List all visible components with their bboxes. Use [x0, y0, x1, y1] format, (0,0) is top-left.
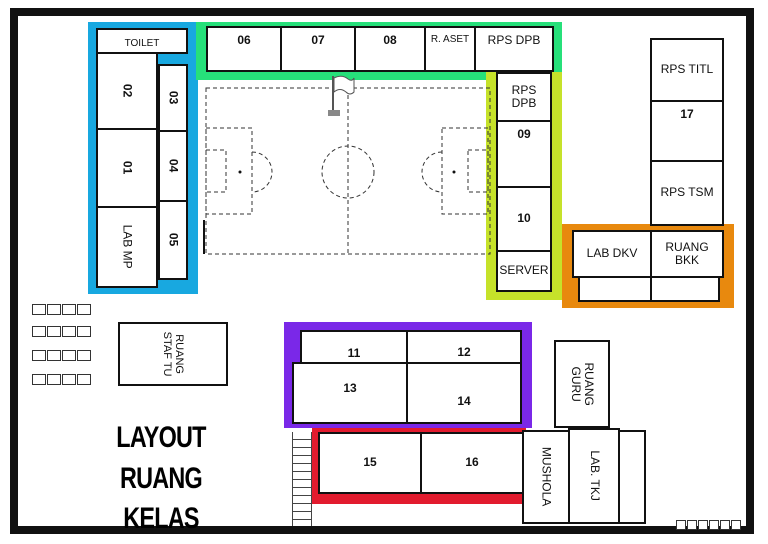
room-14: 14	[406, 362, 522, 424]
room-14-label: 14	[457, 394, 471, 409]
room-03-label: 03	[166, 91, 181, 105]
room-rps-dpb-top-label: RPS DPB	[487, 33, 541, 47]
stairs	[292, 432, 312, 526]
room-16: 16	[420, 432, 524, 494]
room-rps-dpb-side: RPS DPB	[496, 72, 552, 122]
soccer-field	[203, 87, 491, 255]
room-08-label: 08	[383, 33, 397, 47]
orange-corridor-left	[578, 276, 652, 302]
room-15: 15	[318, 432, 422, 494]
title-line-2: KELAS	[123, 502, 199, 535]
parking-row-1	[32, 304, 92, 315]
parking-row-4	[32, 374, 92, 385]
room-rps-tsm: RPS TSM	[650, 160, 724, 226]
room-06: 06	[206, 26, 282, 72]
room-rps-titl: RPS TITL	[650, 38, 724, 102]
room-rps-tsm-label: RPS TSM	[660, 185, 714, 200]
room-ruang-bkk-label: RUANG BKK	[665, 239, 709, 267]
room-10: 10	[496, 186, 552, 252]
room-toilet: TOILET	[96, 28, 188, 54]
room-15-label: 15	[363, 455, 377, 470]
room-17: 17	[650, 100, 724, 162]
room-02-label: 02	[120, 84, 135, 98]
room-ruang-staf-tu-label: RUANG STAF TU	[161, 331, 186, 377]
room-ruang-guru: RUANG GURU	[554, 340, 610, 428]
room-03: 03	[158, 64, 188, 132]
room-lab-dkv-label: LAB DKV	[586, 246, 638, 261]
room-server: SERVER	[496, 250, 552, 292]
building-outline	[10, 8, 754, 534]
room-lab-mp: LAB MP	[96, 206, 158, 288]
room-09-label: 09	[517, 127, 531, 141]
room-06-label: 06	[237, 33, 251, 47]
room-ruang-guru-label: RUANG GURU	[569, 362, 597, 406]
room-lab-tkj: LAB. TKJ	[568, 428, 620, 524]
room-rps-titl-label: RPS TITL	[660, 62, 714, 77]
room-10-label: 10	[517, 211, 531, 226]
room-02: 02	[96, 52, 158, 130]
room-07: 07	[280, 26, 356, 72]
parking-bottom-right	[676, 520, 742, 530]
room-08: 08	[354, 26, 426, 72]
room-annex	[618, 430, 646, 524]
room-ruang-staf-tu: RUANG STAF TU	[118, 322, 228, 386]
room-rps-dpb-side-label: RPS DPB	[511, 82, 537, 110]
room-05: 05	[158, 200, 188, 280]
room-13: 13	[292, 362, 408, 424]
room-lab-tkj-label: LAB. TKJ	[587, 450, 602, 502]
flag-icon	[328, 75, 355, 116]
parking-row-3	[32, 350, 92, 361]
room-12-label: 12	[457, 345, 471, 360]
room-mushola: MUSHOLA	[522, 430, 570, 524]
room-04: 04	[158, 130, 188, 202]
room-09: 09	[496, 120, 552, 188]
room-01-label: 01	[120, 161, 135, 175]
room-r-aset-label: R. ASET	[430, 34, 470, 45]
room-11: 11	[300, 330, 408, 366]
parking-row-2	[32, 326, 92, 337]
room-r-aset: R. ASET	[424, 26, 476, 72]
room-mushola-label: MUSHOLA	[539, 447, 554, 507]
title-line-1: LAYOUT RUANG	[116, 421, 206, 495]
room-11-label: 11	[347, 346, 361, 361]
room-lab-dkv: LAB DKV	[572, 230, 652, 278]
room-17-label: 17	[680, 107, 694, 121]
room-ruang-bkk: RUANG BKK	[650, 230, 724, 278]
room-07-label: 07	[311, 33, 325, 47]
room-04-label: 04	[166, 159, 181, 173]
room-16-label: 16	[465, 455, 479, 470]
room-lab-mp-label: LAB MP	[120, 224, 135, 270]
layout-title: LAYOUT RUANG KELAS	[95, 418, 228, 540]
room-13-label: 13	[343, 381, 357, 396]
room-toilet-label: TOILET	[124, 38, 160, 49]
room-rps-dpb-top: RPS DPB	[474, 26, 554, 72]
room-12: 12	[406, 330, 522, 366]
room-01: 01	[96, 128, 158, 208]
room-05-label: 05	[166, 233, 181, 247]
orange-corridor-right	[650, 276, 720, 302]
room-server-label: SERVER	[499, 263, 549, 278]
